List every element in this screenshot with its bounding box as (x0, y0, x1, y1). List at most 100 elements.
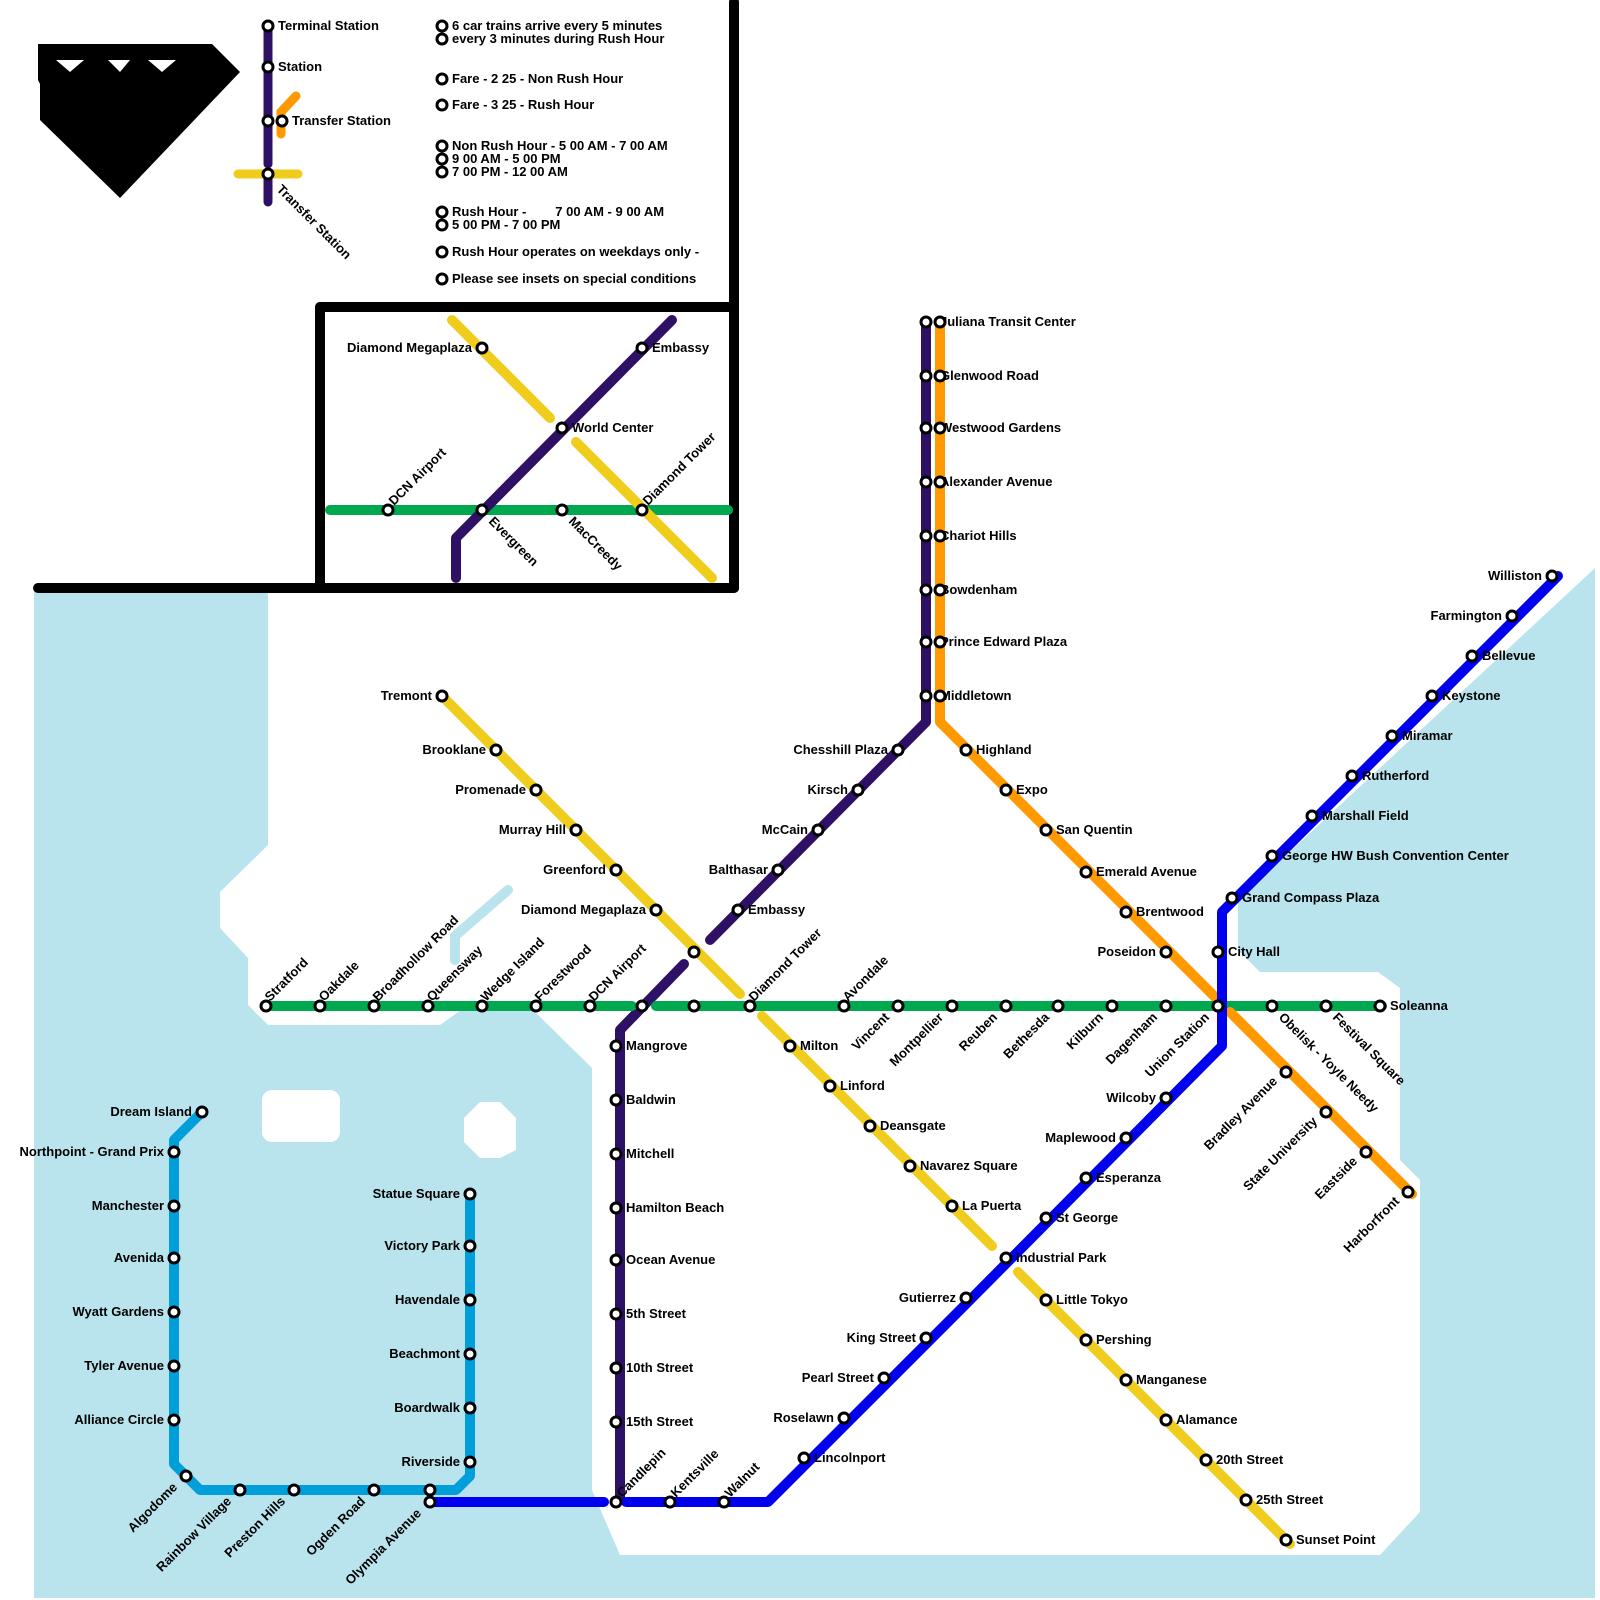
station-purple-marker[interactable] (919, 475, 933, 489)
transfer-marker[interactable] (635, 999, 649, 1013)
inset-station-marker[interactable] (475, 503, 489, 517)
inset-station-marker[interactable] (635, 503, 649, 517)
station-blue-marker[interactable] (1465, 649, 1479, 663)
station-blue-marker[interactable] (1225, 891, 1239, 905)
station-orange-marker[interactable] (1159, 945, 1173, 959)
station-purple-marker[interactable] (919, 369, 933, 383)
station-yellow-marker[interactable] (945, 1199, 959, 1213)
station-green-marker[interactable] (1373, 999, 1387, 1013)
station-lightblue-marker[interactable] (195, 1105, 209, 1119)
station-lightblue-marker[interactable] (287, 1483, 301, 1497)
station-blue-marker[interactable] (1265, 849, 1279, 863)
station-yellow-marker[interactable] (863, 1119, 877, 1133)
station-blue-marker[interactable] (663, 1495, 677, 1509)
transfer-marker[interactable] (933, 583, 947, 597)
station-blue-marker[interactable] (423, 1495, 437, 1509)
station-purple-marker[interactable] (609, 1361, 623, 1375)
station-green-marker[interactable] (583, 999, 597, 1013)
station-orange-marker[interactable] (1359, 1145, 1373, 1159)
inset-station-marker[interactable] (475, 341, 489, 355)
station-purple-marker[interactable] (609, 1307, 623, 1321)
station-blue-marker[interactable] (877, 1371, 891, 1385)
station-green-marker[interactable] (259, 999, 273, 1013)
station-lightblue-marker[interactable] (233, 1483, 247, 1497)
station-blue-marker[interactable] (1119, 1131, 1133, 1145)
station-lightblue-marker[interactable] (167, 1413, 181, 1427)
transfer-marker[interactable] (933, 315, 947, 329)
station-purple-marker[interactable] (609, 1253, 623, 1267)
station-yellow-marker[interactable] (529, 783, 543, 797)
station-green-marker[interactable] (1105, 999, 1119, 1013)
station-yellow-marker[interactable] (435, 689, 449, 703)
station-blue-marker[interactable] (1425, 689, 1439, 703)
station-blue-marker[interactable] (1159, 1091, 1173, 1105)
station-lightblue-marker[interactable] (167, 1145, 181, 1159)
station-lightblue-marker[interactable] (167, 1359, 181, 1373)
station-blue-marker[interactable] (1211, 945, 1225, 959)
station-green-marker[interactable] (1051, 999, 1065, 1013)
station-orange-marker[interactable] (999, 783, 1013, 797)
station-yellow-marker[interactable] (903, 1159, 917, 1173)
station-purple-marker[interactable] (919, 529, 933, 543)
station-orange-marker[interactable] (1079, 865, 1093, 879)
station-purple-marker[interactable] (609, 1495, 623, 1509)
station-blue-marker[interactable] (959, 1291, 973, 1305)
station-orange-marker[interactable] (1119, 905, 1133, 919)
station-yellow-marker[interactable] (489, 743, 503, 757)
station-purple-marker[interactable] (919, 315, 933, 329)
station-purple-marker[interactable] (919, 635, 933, 649)
station-green-marker[interactable] (367, 999, 381, 1013)
station-purple-marker[interactable] (891, 743, 905, 757)
station-purple-marker[interactable] (771, 863, 785, 877)
transfer-marker[interactable] (423, 1483, 437, 1497)
station-purple-marker[interactable] (919, 583, 933, 597)
station-blue-marker[interactable] (797, 1451, 811, 1465)
station-lightblue-marker[interactable] (463, 1455, 477, 1469)
station-blue-marker[interactable] (1505, 609, 1519, 623)
transfer-marker[interactable] (933, 421, 947, 435)
transfer-marker[interactable] (933, 529, 947, 543)
station-lightblue-marker[interactable] (167, 1199, 181, 1213)
station-green-marker[interactable] (475, 999, 489, 1013)
station-green-marker[interactable] (313, 999, 327, 1013)
transfer-marker[interactable] (933, 475, 947, 489)
inset-station-marker[interactable] (555, 503, 569, 517)
station-orange-marker[interactable] (1319, 1105, 1333, 1119)
station-green-marker[interactable] (1265, 999, 1279, 1013)
station-yellow-marker[interactable] (1159, 1413, 1173, 1427)
station-lightblue-marker[interactable] (463, 1401, 477, 1415)
station-blue-marker[interactable] (1345, 769, 1359, 783)
station-yellow-marker[interactable] (649, 903, 663, 917)
station-purple-marker[interactable] (811, 823, 825, 837)
station-orange-marker[interactable] (1401, 1185, 1415, 1199)
station-blue-marker[interactable] (999, 1251, 1013, 1265)
transfer-marker[interactable] (1211, 999, 1225, 1013)
transfer-marker[interactable] (933, 689, 947, 703)
inset-station-marker[interactable] (635, 341, 649, 355)
station-green-marker[interactable] (837, 999, 851, 1013)
station-green-marker[interactable] (421, 999, 435, 1013)
station-blue-marker[interactable] (1385, 729, 1399, 743)
station-lightblue-marker[interactable] (179, 1469, 193, 1483)
inset-station-marker[interactable] (381, 503, 395, 517)
station-yellow-marker[interactable] (1279, 1533, 1293, 1547)
station-orange-marker[interactable] (1279, 1065, 1293, 1079)
station-purple-marker[interactable] (731, 903, 745, 917)
station-lightblue-marker[interactable] (167, 1305, 181, 1319)
station-purple-marker[interactable] (609, 1039, 623, 1053)
station-orange-marker[interactable] (1039, 823, 1053, 837)
station-green-marker[interactable] (999, 999, 1013, 1013)
station-yellow-marker[interactable] (1079, 1333, 1093, 1347)
station-lightblue-marker[interactable] (463, 1293, 477, 1307)
station-blue-marker[interactable] (1039, 1211, 1053, 1225)
station-green-marker[interactable] (529, 999, 543, 1013)
station-lightblue-marker[interactable] (367, 1483, 381, 1497)
station-green-marker[interactable] (743, 999, 757, 1013)
station-lightblue-marker[interactable] (463, 1239, 477, 1253)
station-purple-marker[interactable] (919, 689, 933, 703)
inset-station-marker[interactable] (555, 421, 569, 435)
station-green-marker[interactable] (891, 999, 905, 1013)
transfer-marker[interactable] (933, 369, 947, 383)
transfer-marker[interactable] (933, 635, 947, 649)
station-yellow-marker[interactable] (1199, 1453, 1213, 1467)
